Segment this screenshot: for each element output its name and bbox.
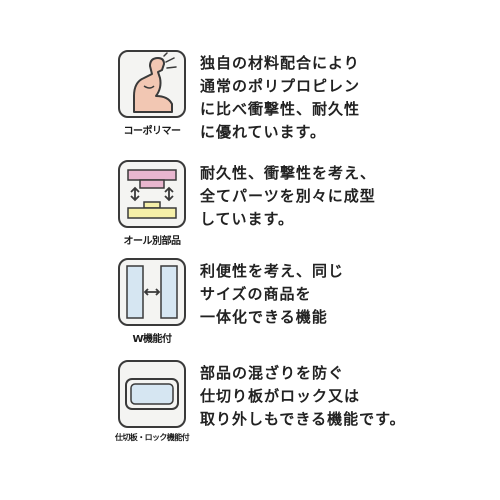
divider-lock-icon-box: [118, 360, 186, 428]
w-function-icon-box: [118, 258, 186, 326]
feature-w-function: W機能付 利便性を考え、同じ サイズの商品を 一体化できる機能: [118, 258, 498, 348]
divider-lock-label: 仕切板・ロック機能付: [115, 433, 190, 442]
description-line: 独自の材料配合により: [200, 54, 360, 72]
description-line: 全てパーツを別々に成型: [200, 187, 376, 205]
description-line: 耐久性、衝撃性を考え、: [200, 164, 377, 182]
divider-lock-icon: [125, 378, 179, 410]
divider-lock-description: 部品の混ざりを防ぐ 仕切り板がロック又は 取り外しもできる機能です。: [200, 362, 496, 431]
description-line: に比べ衝撃性、耐久性: [200, 100, 361, 118]
description-line: サイズの商品を: [200, 285, 312, 303]
flexed-arm-icon: [133, 52, 177, 113]
separate-parts-description: 耐久性、衝撃性を考え、 全てパーツを別々に成型 しています。: [200, 162, 496, 231]
copolymer-label: コーポリマー: [123, 126, 182, 137]
feature-divider-lock: 仕切板・ロック機能付 部品の混ざりを防ぐ 仕切り板がロック又は 取り外しもできる…: [115, 360, 498, 450]
description-line: 取り外しもできる機能です。: [200, 410, 406, 428]
description-line: に優れています。: [200, 123, 327, 141]
feature-all-separate-parts: オール別部品 耐久性、衝撃性を考え、 全てパーツを別々に成型 しています。: [118, 160, 498, 250]
description-line: 部品の混ざりを防ぐ: [200, 364, 345, 382]
description-line: 利便性を考え、同じ: [200, 262, 345, 280]
description-line: しています。: [200, 210, 295, 228]
description-line: 一体化できる機能: [200, 308, 328, 326]
w-function-description: 利便性を考え、同じ サイズの商品を 一体化できる機能: [200, 260, 496, 329]
double-panel-icon: [126, 265, 178, 319]
separate-parts-label: オール別部品: [123, 236, 182, 247]
feature-copolymer: コーポリマー 独自の材料配合により 通常のポリプロピレン に比べ衝撃性、耐久性 …: [118, 50, 498, 141]
copolymer-icon-box: [118, 50, 186, 118]
w-function-label: W機能付: [132, 334, 172, 345]
description-line: 仕切り板がロック又は: [200, 387, 361, 405]
description-line: 通常のポリプロピレン: [200, 77, 361, 95]
separate-parts-icon-box: [118, 160, 186, 228]
separate-parts-icon: [127, 169, 177, 219]
copolymer-description: 独自の材料配合により 通常のポリプロピレン に比べ衝撃性、耐久性 に優れています…: [200, 52, 496, 144]
